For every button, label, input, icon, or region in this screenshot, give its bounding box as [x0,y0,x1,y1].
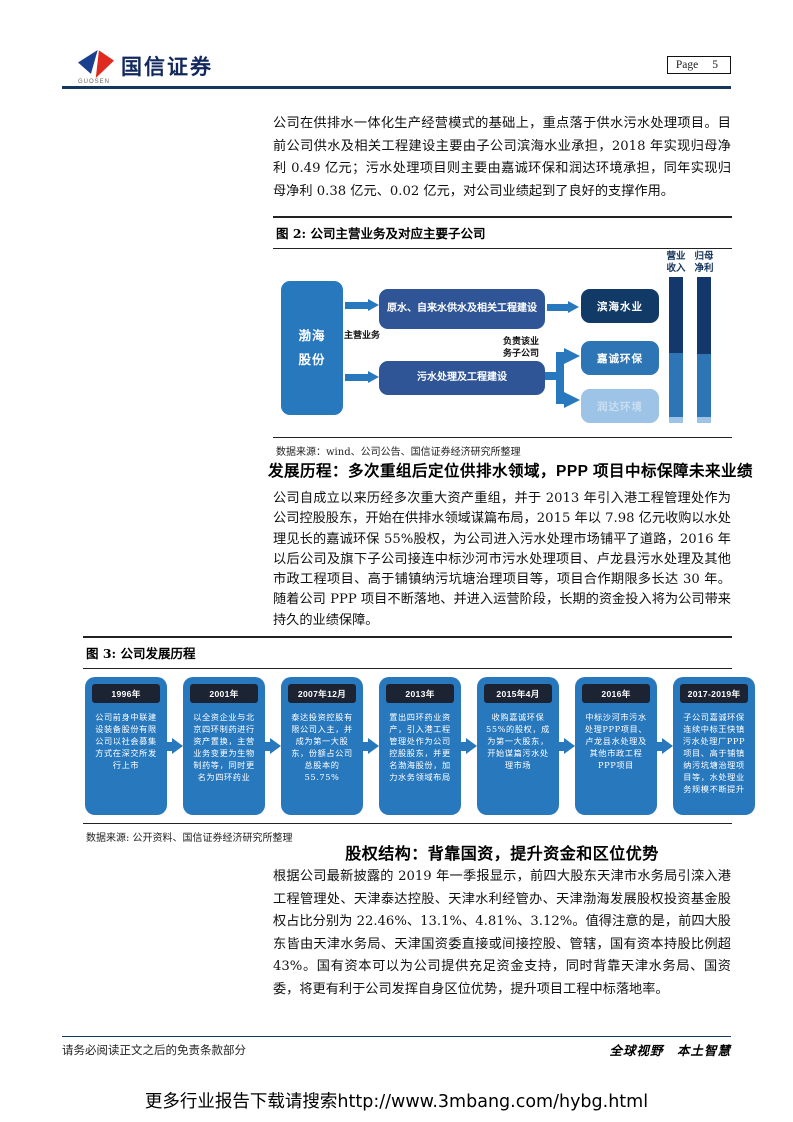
label-main-business: 主营业务 [343,330,380,340]
node-subsidiary-jiacheng: 嘉诚环保 [581,341,659,375]
timeline-item-2015: 2015年4月 收购嘉诚环保55%的股权，成为第一大股东，开始谋篇污水处理市场 [477,677,559,815]
figure-3-title: 图 3: 公司发展历程 [83,636,732,669]
arrow-right-icon [167,738,183,754]
node-subsidiary-runda: 润达环境 [581,389,659,423]
timeline-item-2016: 2016年 中标沙河市污水处理PPP项目、卢龙县水处理及其他市政工程PPP项目 [575,677,657,815]
page-header: GUOSEN 国信证券 Page 5 [62,46,731,86]
node-parent-company: 渤海股份 [281,281,343,415]
watermark-download-link[interactable]: 更多行业报告下载请搜索http://www.3mbang.com/hybg.ht… [144,1092,649,1112]
bar-segment [697,354,711,418]
figure-2-source: 数据来源：wind、公司公告、国信证券经济研究所整理 [273,437,732,462]
node-business-water-supply: 原水、自来水供水及相关工程建设 [379,289,545,329]
timeline-text: 公司前身中联建设装备股份有限公司以社会募集方式在深交所发行上市 [95,712,157,770]
timeline-text: 泰达投资控股有限公司入主，并成为第一大股东，份额占公司总股本的55.75% [291,712,353,782]
figure-2: 图 2: 公司主营业务及对应主要子公司 渤海股份 主营业务 原水、自来水供水及相… [273,216,732,462]
page-number-box: Page 5 [666,56,731,74]
timeline-text: 子公司嘉诚环保连续中标王快镇污水处理厂PPP项目、高于铺镇纳污坑塘治理项目等，水… [682,712,746,794]
footer-disclaimer: 请务必阅读正文之后的免责条款部分 [62,1043,246,1057]
timeline-year: 2017-2019年 [680,684,748,703]
timeline-year: 2013年 [386,684,454,703]
fork-connector-icon [545,348,580,408]
label-responsible-subsidiary: 负责该业务子公司 [502,336,539,358]
brand-name: 国信证券 [121,56,213,79]
figure-2-diagram: 渤海股份 主营业务 原水、自来水供水及相关工程建设 污水处理及工程建设 负责该业… [273,251,732,437]
page-number: 5 [712,59,718,71]
figure-3-source: 数据来源: 公开资料、国信证券经济研究所整理 [83,823,732,848]
figure-3: 图 3: 公司发展历程 1996年 公司前身中联建设装备股份有限公司以社会募集方… [83,636,755,848]
bar-segment [697,277,711,355]
timeline-year: 2016年 [582,684,650,703]
bar-segment [669,277,683,353]
paragraph-ownership-structure: 根据公司最新披露的 2019 年一季报显示，前四大股东天津市水务局引滦入港工程管… [273,869,731,997]
arrow-right-icon [345,299,379,311]
timeline-item-2017-2019: 2017-2019年 子公司嘉诚环保连续中标王快镇污水处理厂PPP项目、高于铺镇… [673,677,755,815]
timeline-item-1996: 1996年 公司前身中联建设装备股份有限公司以社会募集方式在深交所发行上市 [85,677,167,815]
bar-label-revenue: 营业收入 [666,251,686,274]
timeline-text: 收购嘉诚环保55%的股权，成为第一大股东，开始谋篇污水处理市场 [486,712,550,770]
arrow-right-icon [559,738,575,754]
timeline-text: 置出四环药业资产，引入港工程管理处作为公司控股股东，并更名渤海股份，加力水务领域… [389,712,451,782]
timeline-year: 1996年 [92,684,160,703]
page-label: Page [675,59,699,71]
timeline-year: 2015年4月 [484,684,552,703]
arrow-right-icon [547,301,579,313]
node-business-sewage: 污水处理及工程建设 [379,361,545,395]
footer-slogan: 全球视野 本土智慧 [609,1043,731,1058]
paragraph-business-model: 公司在供排水一体化生产经营模式的基础上，重点落于供水污水处理项目。目前公司供水及… [273,116,731,199]
paragraph-development-history: 公司自成立以来历经多次重大资产重组，并于 2013 年引入港工程管理处作为公司控… [273,491,731,628]
arrow-right-icon [265,738,281,754]
timeline-year: 2001年 [190,684,258,703]
section-heading-development: 发展历程：多次重组后定位供排水领域，PPP 项目中标保障未来业绩 [268,463,754,480]
arrow-right-icon [657,738,673,754]
bar-label-net-profit: 归母净利 [694,251,714,274]
timeline-year: 2007年12月 [288,684,356,703]
stacked-bar-revenue [669,277,683,423]
arrow-right-icon [461,738,477,754]
arrow-right-icon [363,738,379,754]
stacked-bar-net-profit [697,277,711,423]
timeline-item-2007: 2007年12月 泰达投资控股有限公司入主，并成为第一大股东，份额占公司总股本的… [281,677,363,815]
bar-segment [697,417,711,423]
figure-3-timeline: 1996年 公司前身中联建设装备股份有限公司以社会募集方式在深交所发行上市 20… [83,677,755,815]
brand: GUOSEN 国信证券 [78,48,213,85]
figure-2-title: 图 2: 公司主营业务及对应主要子公司 [273,216,732,249]
guosen-logo-icon: GUOSEN [78,48,114,85]
bar-segment [669,352,683,418]
timeline-item-2001: 2001年 以全资企业与北京四环制药进行资产置换，主营业务变更为生物制药等，同时… [183,677,265,815]
arrow-right-icon [345,371,379,383]
node-subsidiary-binhai: 滨海水业 [581,289,659,323]
header-rule [62,86,731,89]
footer-rule [62,1036,731,1038]
timeline-text: 以全资企业与北京四环制药进行资产置换，主营业务变更为生物制药等，同时更名为四环药… [193,712,255,782]
brand-subtitle: GUOSEN [78,79,111,85]
section-heading-ownership: 股权结构：背靠国资，提升资金和区位优势 [345,846,659,863]
bar-segment [669,417,683,423]
timeline-item-2013: 2013年 置出四环药业资产，引入港工程管理处作为公司控股股东，并更名渤海股份，… [379,677,461,815]
timeline-text: 中标沙河市污水处理PPP项目、卢龙县水处理及其他市政工程PPP项目 [584,712,648,770]
